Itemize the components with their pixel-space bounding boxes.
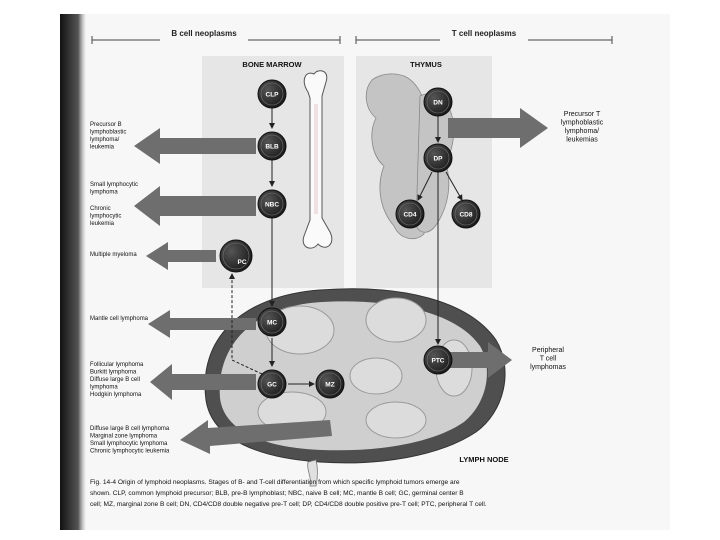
node-label-mz: MZ: [325, 382, 334, 389]
node-gc: GC: [257, 369, 287, 399]
node-dp: DP: [423, 143, 453, 173]
lymph-node-title: LYMPH NODE: [459, 455, 508, 464]
header-bracket-b: [91, 36, 341, 44]
arrow-gc-to-pc: [229, 273, 263, 375]
caption-line-1: Fig. 14-4 Origin of lymphoid neoplasms. …: [90, 479, 460, 486]
left-label-4: Mantle cell lymphoma: [90, 316, 149, 322]
node-label-cd4: CD4: [403, 212, 416, 219]
node-label-gc: GC: [267, 382, 277, 389]
arrow-follicular: [150, 364, 256, 400]
arrow-small-lymphocytic: [134, 186, 256, 226]
caption-line-2: shown. CLP, common lymphoid precursor; B…: [90, 490, 464, 497]
node-cd4: CD4: [395, 199, 425, 229]
node-clp: CLP: [257, 79, 287, 109]
bone-icon: [302, 70, 333, 249]
node-blb: BLB: [257, 131, 287, 161]
node-ptc: PTC: [423, 345, 453, 375]
tumor-arrows: [134, 108, 548, 454]
node-nbc: NBC: [257, 189, 287, 219]
node-pc: PC: [219, 239, 253, 273]
node-cd8: CD8: [451, 199, 481, 229]
arrow-precursor-t: [448, 108, 548, 148]
arrow-precursor-b: [134, 128, 256, 164]
node-label-dn: DN: [433, 100, 443, 107]
node-label-dp: DP: [433, 156, 443, 163]
bone-marrow-title: BONE MARROW: [242, 60, 302, 69]
node-label-clp: CLP: [266, 92, 280, 99]
figure-caption: Fig. 14-4 Origin of lymphoid neoplasms. …: [90, 479, 487, 508]
arrow-peripheral-t: [448, 342, 512, 378]
node-dn: DN: [423, 87, 453, 117]
node-label-pc: PC: [237, 259, 246, 266]
caption-line-3: cell; MZ, marginal zone B cell; DN, CD4/…: [90, 501, 487, 508]
header-bracket-t: [355, 36, 613, 44]
thymus-title: THYMUS: [410, 60, 442, 69]
left-label-3: Multiple myeloma: [90, 252, 137, 258]
node-label-mc: MC: [267, 320, 277, 327]
arrow-multiple-myeloma: [146, 242, 216, 270]
node-label-blb: BLB: [265, 144, 279, 151]
node-mc: MC: [257, 307, 287, 337]
header-b-cell: B cell neoplasms: [171, 29, 237, 38]
node-label-nbc: NBC: [265, 202, 279, 209]
node-mz: MZ: [315, 369, 345, 399]
arrow-mantle-cell: [148, 310, 256, 338]
differentiation-arrows: [269, 108, 463, 387]
scan-edge-left: [60, 14, 86, 530]
arrow-marginal-zone: [180, 420, 332, 454]
header-t-cell: T cell neoplasms: [452, 29, 517, 38]
node-label-ptc: PTC: [432, 358, 445, 365]
node-label-cd8: CD8: [459, 212, 472, 219]
